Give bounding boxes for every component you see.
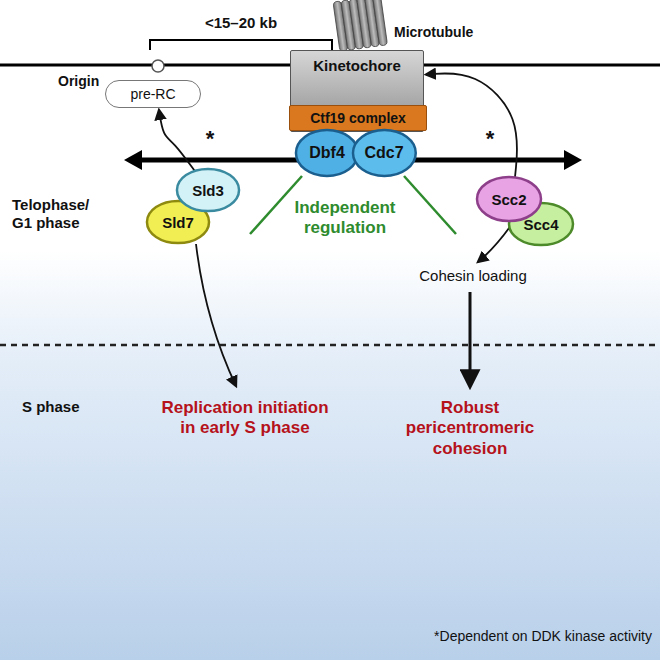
sld3-ellipse: Sld3 (176, 168, 240, 212)
node-label: Dbf4 (309, 144, 345, 162)
regulation-label: Independent regulation (272, 198, 418, 239)
node-label: Sld3 (192, 182, 224, 199)
kinetochore-box: KinetochoreCtf19 complex (290, 50, 424, 132)
scc2-ellipse: Scc2 (476, 176, 542, 222)
node-label: Kinetochore (313, 57, 401, 74)
ctf19-complex-band: Ctf19 complex (289, 105, 427, 131)
arrow (478, 224, 512, 262)
distance-bracket (150, 40, 332, 50)
ddk-arrow-left (138, 158, 300, 163)
asterisk: * (478, 126, 502, 152)
ddk-arrowhead-left (124, 150, 142, 170)
dbf4-ellipse: Dbf4 (295, 129, 359, 177)
arrow (196, 244, 236, 386)
node-label: Sld7 (162, 214, 194, 231)
ddk-arrow-right (410, 158, 568, 163)
phase-label: S phase (22, 398, 122, 416)
microtubule-label: Microtubule (394, 24, 504, 41)
outcome-label: Robust pericentromeric cohesion (385, 398, 555, 459)
node-label: Cdc7 (364, 144, 403, 162)
arrow (469, 292, 472, 386)
outcome-label: Replication initiation in early S phase (160, 398, 330, 439)
node-label: Ctf19 complex (310, 110, 406, 126)
connector-arrow (426, 73, 517, 177)
asterisk: * (198, 126, 222, 152)
process-label: Cohesin loading (398, 267, 548, 285)
node-label: Scc2 (491, 191, 526, 208)
phase-divider (0, 344, 660, 347)
regulation-line (404, 176, 456, 234)
distance-label: <15–20 kb (171, 14, 311, 32)
microtubule (333, 0, 387, 52)
regulation-line (250, 176, 302, 234)
origin-circle (152, 60, 164, 72)
connector-arrow (159, 110, 195, 172)
pre-rc-box: pre-RC (105, 80, 201, 108)
node-label: pre-RC (130, 86, 175, 102)
node-label: Scc4 (523, 216, 558, 233)
ddk-arrowhead-right (564, 150, 582, 170)
cdc7-ellipse: Cdc7 (352, 129, 417, 177)
footnote: *Dependent on DDK kinase activity (380, 628, 652, 645)
phase-label: Telophase/ G1 phase (12, 196, 112, 232)
